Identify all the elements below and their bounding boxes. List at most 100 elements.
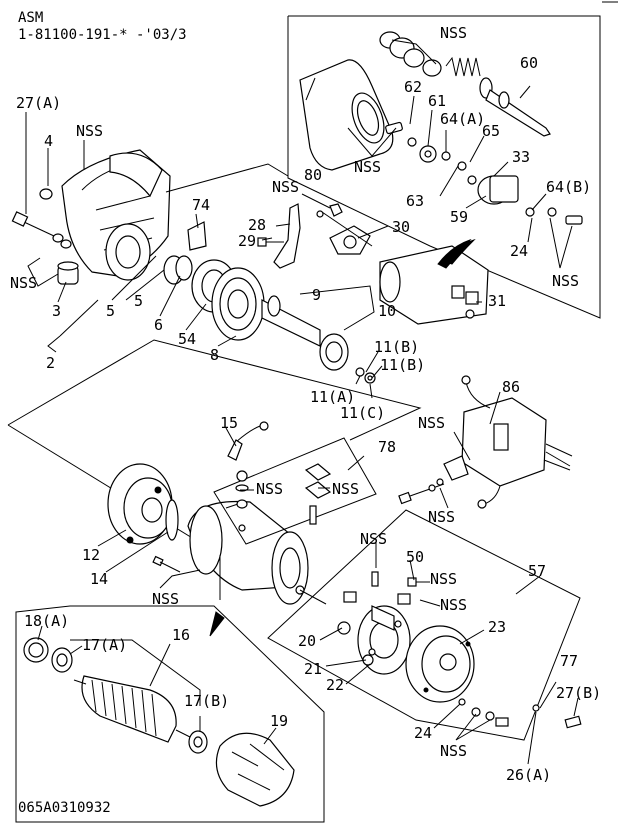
label-10: 10 bbox=[378, 302, 396, 320]
label-60: 60 bbox=[520, 54, 538, 72]
label-31: 31 bbox=[488, 292, 506, 310]
insulator-kit-78 bbox=[213, 437, 377, 545]
bearing-18a bbox=[23, 637, 49, 663]
label-24-top: 24 bbox=[510, 242, 528, 260]
label-14: 14 bbox=[90, 570, 108, 588]
label-nss-86a: NSS bbox=[418, 414, 445, 432]
label-33: 33 bbox=[512, 148, 530, 166]
field-brace-19 bbox=[215, 732, 295, 807]
label-nss-left2: NSS bbox=[10, 274, 37, 292]
part-labels: 60 NSS 62 61 64(A) 65 33 NSS 64(B) 63 59… bbox=[10, 24, 601, 784]
label-64b: 64(B) bbox=[546, 178, 591, 196]
bearing-17a bbox=[51, 647, 73, 673]
lead-wire-15 bbox=[227, 421, 269, 461]
label-59: 59 bbox=[450, 208, 468, 226]
label-27b: 27(B) bbox=[556, 684, 601, 702]
armature-16 bbox=[73, 675, 197, 743]
label-80: 80 bbox=[304, 166, 322, 184]
label-22: 22 bbox=[326, 676, 344, 694]
label-nss-left1: NSS bbox=[76, 122, 103, 140]
label-nss-86b: NSS bbox=[428, 508, 455, 526]
rear-cover-12 bbox=[107, 463, 173, 545]
switch-assembly-86 bbox=[443, 375, 573, 509]
gasket-30 bbox=[329, 225, 371, 255]
label-74: 74 bbox=[192, 196, 210, 214]
label-11b-2: 11(B) bbox=[380, 356, 425, 374]
connector-lines-middle bbox=[219, 555, 327, 605]
label-50: 50 bbox=[406, 548, 424, 566]
label-9: 9 bbox=[312, 286, 321, 304]
label-nss-78b: NSS bbox=[332, 480, 359, 498]
label-2: 2 bbox=[46, 354, 55, 372]
solenoid-small-parts bbox=[385, 121, 583, 225]
label-3: 3 bbox=[52, 302, 61, 320]
label-86: 86 bbox=[502, 378, 520, 396]
label-12: 12 bbox=[82, 546, 100, 564]
shift-lever-28 bbox=[273, 203, 343, 269]
washers-24-bottom bbox=[458, 698, 582, 729]
drive-housing bbox=[61, 149, 171, 281]
label-17b: 17(B) bbox=[184, 692, 229, 710]
label-27a: 27(A) bbox=[16, 94, 61, 112]
label-15: 15 bbox=[220, 414, 238, 432]
label-30: 30 bbox=[392, 218, 410, 236]
label-23: 23 bbox=[488, 618, 506, 636]
screw-nss-mid bbox=[152, 555, 181, 573]
label-16: 16 bbox=[172, 626, 190, 644]
header-asm: ASM bbox=[18, 10, 43, 26]
magnetic-switch-31 bbox=[379, 238, 489, 325]
label-24-bottom: 24 bbox=[414, 724, 432, 742]
label-6: 6 bbox=[154, 316, 163, 334]
label-11b-1: 11(B) bbox=[374, 338, 419, 356]
label-64a: 64(A) bbox=[440, 110, 485, 128]
bushing-3 bbox=[57, 261, 79, 285]
label-19: 19 bbox=[270, 712, 288, 730]
plunger-boot bbox=[379, 31, 442, 77]
label-78: 78 bbox=[378, 438, 396, 456]
direction-arrow-top bbox=[437, 238, 472, 269]
solenoid-cover bbox=[299, 59, 394, 171]
armature-detail-box bbox=[15, 605, 325, 823]
label-21: 21 bbox=[304, 660, 322, 678]
label-nss-78a: NSS bbox=[256, 480, 283, 498]
label-26a: 26(A) bbox=[506, 766, 551, 784]
overrunning-clutch bbox=[191, 259, 265, 341]
label-8: 8 bbox=[210, 346, 219, 364]
washers-left bbox=[39, 188, 72, 249]
label-4: 4 bbox=[44, 132, 53, 150]
label-17a: 17(A) bbox=[82, 636, 127, 654]
label-nss-50: NSS bbox=[430, 570, 457, 588]
plunger-shaft bbox=[485, 89, 551, 137]
clip-74 bbox=[187, 221, 207, 251]
bearing-17b bbox=[188, 730, 208, 754]
brush-holder-box-57 bbox=[267, 509, 581, 741]
label-54: 54 bbox=[178, 330, 196, 348]
label-nss-80: NSS bbox=[272, 178, 299, 196]
label-63: 63 bbox=[406, 192, 424, 210]
bolt-27a bbox=[11, 211, 55, 237]
label-11a: 11(A) bbox=[310, 388, 355, 406]
plunger-spring bbox=[445, 56, 493, 99]
label-11c: 11(C) bbox=[340, 404, 385, 422]
label-77: 77 bbox=[560, 652, 578, 670]
small-rings-11 bbox=[355, 367, 376, 384]
leader-lines bbox=[25, 39, 579, 765]
label-65: 65 bbox=[482, 122, 500, 140]
label-20: 20 bbox=[298, 632, 316, 650]
label-18a: 18(A) bbox=[24, 612, 69, 630]
yoke-field-coil bbox=[187, 500, 309, 605]
label-nss-57b: NSS bbox=[440, 596, 467, 614]
label-57: 57 bbox=[528, 562, 546, 580]
label-nss-top: NSS bbox=[440, 24, 467, 42]
header-part-number: 1-81100-191-* -'03/3 bbox=[18, 27, 187, 43]
end-frame-23 bbox=[405, 625, 475, 703]
drawing-code: 065A0310932 bbox=[18, 800, 111, 816]
spacer-14 bbox=[165, 499, 179, 541]
label-5a: 5 bbox=[134, 292, 143, 310]
label-nss-bottom: NSS bbox=[440, 742, 467, 760]
direction-arrow-mid bbox=[209, 611, 225, 637]
label-nss-top2: NSS bbox=[354, 158, 381, 176]
label-61: 61 bbox=[428, 92, 446, 110]
